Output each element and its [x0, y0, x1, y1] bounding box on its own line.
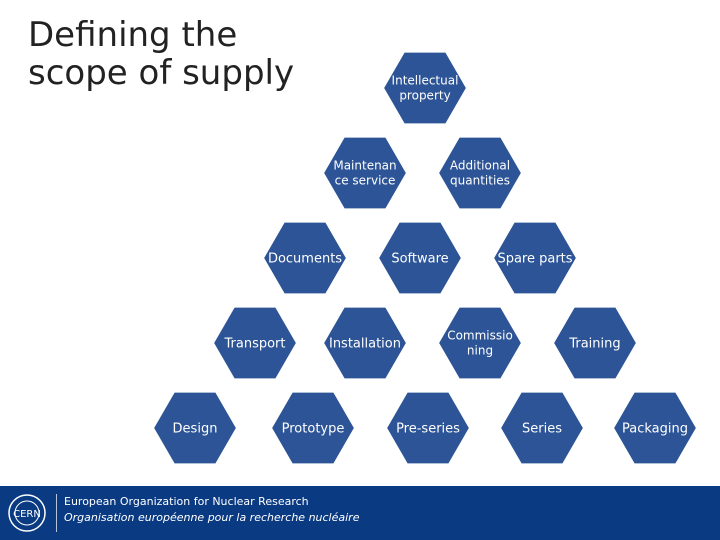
hexagon-shape-design [151, 390, 239, 466]
footer-divider [56, 494, 57, 532]
hexagon-shape-documents [261, 220, 349, 296]
hexagon-shape-intellectual-property [381, 50, 469, 126]
slide-title: Defining the scope of supply [28, 16, 348, 92]
hexagon-label-additional-quantities-line-2: quantities [450, 174, 510, 188]
hexagon-pre-series: Pre-series [384, 390, 472, 466]
hexagon-shape-packaging [611, 390, 699, 466]
title-line-1: Defining the [28, 15, 238, 55]
hexagon-software: Software [376, 220, 464, 296]
hexagon-shape-additional-quantities [436, 135, 524, 211]
hexagon-label-commissioning-line-2: ning [467, 344, 493, 358]
hexagon-shape-installation [321, 305, 409, 381]
hexagon-label-intellectual-property-line-2: property [399, 89, 450, 103]
cern-logo: CERN [8, 494, 46, 532]
hexagon-label-maintenance-service-line-2: ce service [335, 174, 396, 188]
hexagon-shape-pre-series [384, 390, 472, 466]
hexagon-transport: Transport [211, 305, 299, 381]
hexagon-label-documents: Documents [268, 252, 342, 267]
hexagon-prototype: Prototype [269, 390, 357, 466]
hexagon-shape-training [551, 305, 639, 381]
footer-text: European Organization for Nuclear Resear… [64, 494, 359, 526]
hexagon-label-additional-quantities-line-1: Additional [450, 159, 510, 173]
title-line-2: scope of supply [28, 53, 295, 93]
hexagon-spare-parts: Spare parts [491, 220, 579, 296]
hexagon-label-software: Software [391, 252, 448, 267]
hexagon-label-pre-series: Pre-series [396, 422, 460, 437]
hexagon-label-commissioning-line-1: Commissio [447, 329, 513, 343]
hexagon-shape-maintenance-service [321, 135, 409, 211]
hexagon-documents: Documents [261, 220, 349, 296]
hexagon-series: Series [498, 390, 586, 466]
hexagon-label-spare-parts: Spare parts [497, 252, 572, 267]
hexagon-shape-commissioning [436, 305, 524, 381]
hexagon-label-series: Series [522, 422, 562, 437]
footer-bar: CERN European Organization for Nuclear R… [0, 486, 720, 540]
cern-logo-text: CERN [13, 509, 41, 520]
hexagon-packaging: Packaging [611, 390, 699, 466]
hexagon-label-design: Design [173, 422, 218, 437]
hexagon-label-packaging: Packaging [622, 422, 688, 437]
hexagon-label-transport: Transport [223, 337, 285, 352]
hexagon-label-prototype: Prototype [282, 422, 345, 437]
hexagon-shape-series [498, 390, 586, 466]
hexagon-design: Design [151, 390, 239, 466]
hexagon-shape-prototype [269, 390, 357, 466]
footer-line-english: European Organization for Nuclear Resear… [64, 495, 309, 508]
hexagon-shape-software [376, 220, 464, 296]
hexagon-training: Training [551, 305, 639, 381]
footer-line-french: Organisation européenne pour la recherch… [64, 511, 360, 524]
hexagon-shape-spare-parts [491, 220, 579, 296]
hexagon-label-training: Training [568, 337, 620, 352]
hexagon-label-installation: Installation [329, 337, 401, 352]
hexagon-installation: Installation [321, 305, 409, 381]
hexagon-shape-transport [211, 305, 299, 381]
hexagon-label-intellectual-property-line-1: Intellectual [392, 74, 459, 88]
hexagon-label-maintenance-service-line-1: Maintenan [333, 159, 396, 173]
